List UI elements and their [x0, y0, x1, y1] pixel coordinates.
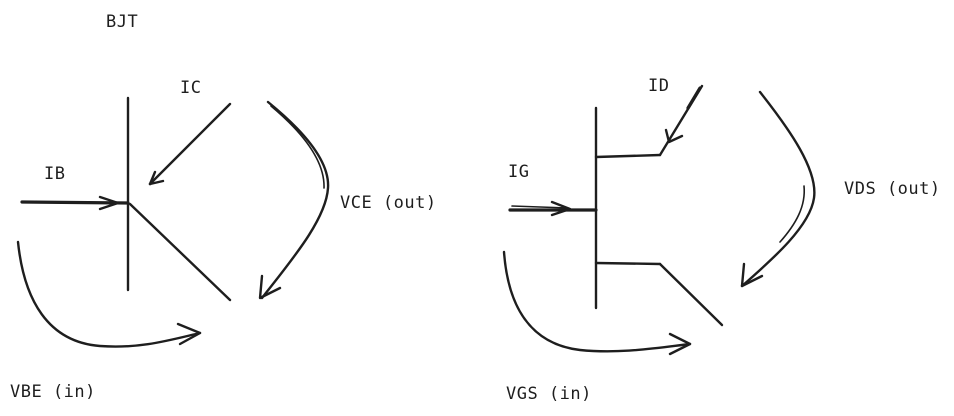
bjt-vce-label: VCE (out)	[340, 193, 437, 213]
fet-drain-line	[594, 84, 704, 159]
fet-source-line	[594, 261, 724, 327]
bjt-ic-label: IC	[180, 78, 201, 98]
bjt-vbe-curved-arrow	[16, 240, 202, 348]
bjt-vbe-label: VBE (in)	[10, 382, 96, 402]
bjt-diagram: BJT IC IB VCE (out) VBE (in	[10, 12, 437, 402]
fet-diagram: ID IG VDS (out) VGS (in)	[502, 76, 941, 404]
bjt-collector-arrow	[148, 102, 232, 186]
fet-id-label: ID	[648, 76, 669, 96]
fet-drain-current-arrow	[664, 86, 702, 144]
bjt-ib-label: IB	[44, 164, 65, 184]
bjt-base-current-arrow	[20, 195, 130, 211]
fet-vds-curved-arrow	[740, 90, 816, 288]
bjt-title: BJT	[106, 12, 138, 32]
bjt-emitter-line	[128, 202, 232, 302]
fet-vds-label: VDS (out)	[844, 179, 941, 199]
bjt-vce-curved-arrow	[258, 100, 330, 300]
fet-ig-label: IG	[508, 162, 529, 182]
fet-vgs-curved-arrow	[502, 250, 692, 356]
fet-vgs-label: VGS (in)	[506, 384, 592, 404]
fet-gate-current-arrow	[508, 200, 598, 217]
